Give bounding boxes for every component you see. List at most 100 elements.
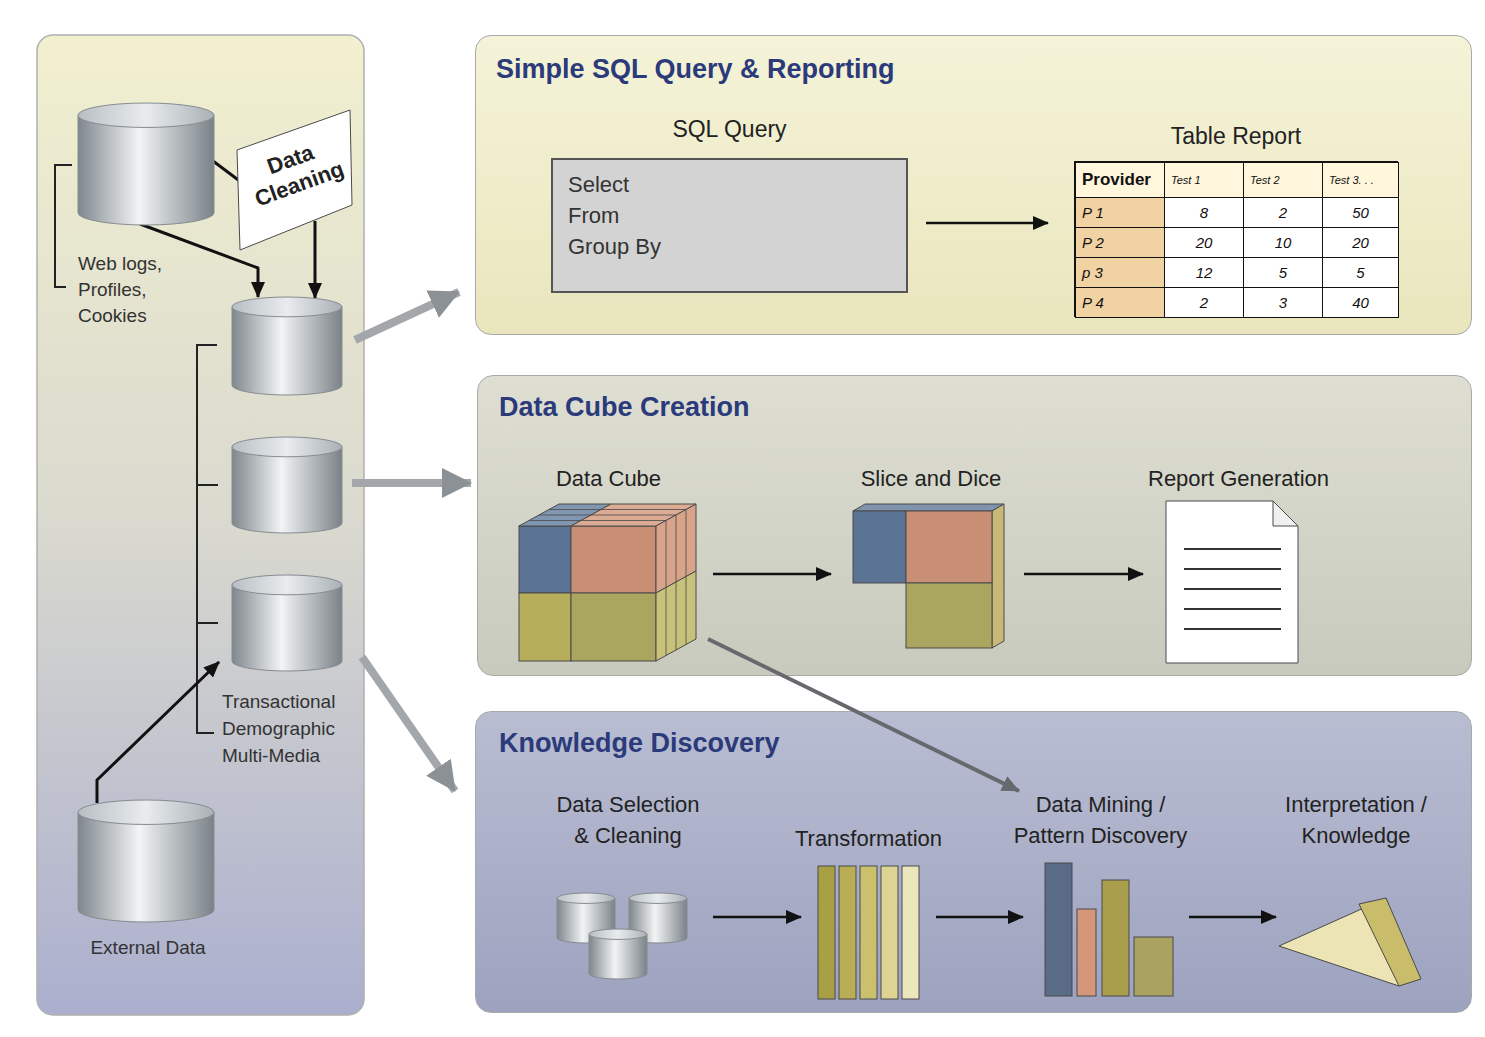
step-label: Data Mining / Pattern Discovery [1003,789,1198,851]
step-label: Transformation [781,823,956,854]
slice-side [992,504,1004,648]
table-text: 2 [1200,294,1208,311]
connector-arrow [314,221,317,298]
table-text: 10 [1275,234,1292,251]
process-step: Data Cube [516,461,701,663]
table-cell: P 2 [1075,227,1165,258]
bracket [55,165,72,287]
slice-cell [853,511,906,583]
text-holder: Slice and Dice [846,464,1016,494]
text-line [1184,628,1281,630]
table-text: Provider [1082,170,1151,190]
text-holder: External Data [78,935,218,961]
cube-cell [519,526,571,593]
slice-cell [906,511,992,583]
text-holder: Simple SQL Query & Reporting [496,53,1196,85]
cube-cell [571,593,656,661]
text-holder: Data Cube Creation [499,391,1199,423]
text-line [1184,548,1281,550]
panel-title: Data Cube Creation [499,391,1199,423]
strip [860,866,877,999]
body-text: Select From Group By [568,169,673,262]
process-step: Transformation [781,823,956,1001]
table-cell: 8 [1164,197,1244,228]
process-step: Data Selection & Cleaning [536,789,721,984]
slice-line [549,510,686,645]
text-holder: SQL Query [551,114,908,145]
cylinder-body [78,115,214,225]
step-label: Data Selection & Cleaning [548,789,708,851]
slice-cell [906,583,992,648]
table-text: 40 [1352,294,1369,311]
step-label: Web logs, Profiles, Cookies [78,251,178,329]
strip [818,866,835,999]
table-text: 20 [1352,234,1369,251]
table-text: 20 [1196,234,1213,251]
table-cell: 2 [1164,287,1244,318]
cylinder-top [78,103,214,127]
cylinder-body [78,812,214,922]
cylinder-top [232,297,342,317]
bar [1134,937,1173,996]
slice-top [853,504,1004,511]
document-fold [1273,501,1298,526]
table-text: 2 [1279,204,1287,221]
connector-arrow [97,662,219,803]
card-outline [237,110,352,250]
cylinder-top [232,437,342,457]
text-line [1184,608,1281,610]
table-cell: 40 [1322,287,1399,318]
text-holder: Transactional Demographic Multi-Media [222,688,357,769]
process-step: Interpretation / Knowledge [1266,789,1446,989]
bracket [197,345,218,733]
slice-line [539,515,676,650]
document [1166,501,1298,663]
step-label: Slice and Dice [846,464,1016,494]
database: External Data [78,800,218,965]
process-step: Report Generation [1136,461,1341,666]
table-cell: P 4 [1075,287,1165,318]
text-holder: Interpretation / Knowledge [1266,789,1446,851]
step-label: External Data [78,935,218,961]
cylinder-top [78,800,214,824]
step-label: Table Report [1074,121,1398,152]
process-step: SQL QuerySelect From Group By [551,111,908,294]
table-cell: 12 [1164,257,1244,288]
table-text: Test 3. . . [1329,174,1374,186]
table-text: P 2 [1082,234,1104,251]
table-text: p 3 [1082,264,1103,281]
cube-cell [519,593,571,661]
cylinder-top [589,929,647,939]
process-card: Data Cleaning [237,110,353,252]
text-holder: Knowledge Discovery [499,727,1199,759]
table-text: P 4 [1082,294,1104,311]
stage-panel: Data Cube CreationData Cube Slice and Dic… [477,375,1472,676]
cylinder-body [232,307,342,395]
strip [881,866,898,999]
table-cell: 5 [1243,257,1323,288]
cylinder-body [589,934,647,979]
table-text: Test 2 [1250,174,1280,186]
table-text: 12 [1196,264,1213,281]
illustration [536,789,721,984]
step-label: SQL Query [551,114,908,145]
text-holder: Select From Group By [568,169,673,262]
cube-cell [571,526,656,593]
table-cell: 5 [1322,257,1399,288]
text-line [1184,568,1281,570]
cylinder-top [232,575,342,595]
table-cell: 50 [1322,197,1399,228]
stage-panel: Simple SQL Query & ReportingSQL QuerySel… [475,35,1472,335]
table-cell: 10 [1243,227,1323,258]
text-holder: Report Generation [1136,464,1341,494]
prism-face [1359,898,1421,986]
step-label: Report Generation [1136,464,1341,494]
bar [1045,863,1072,996]
table-text: Test 1 [1171,174,1201,186]
bar [1077,909,1096,996]
panel-title: Simple SQL Query & Reporting [496,53,1196,85]
strip [902,866,919,999]
table-cell: Test 3. . . [1322,162,1399,198]
connector-arrow [362,657,455,791]
bar [1102,880,1129,996]
